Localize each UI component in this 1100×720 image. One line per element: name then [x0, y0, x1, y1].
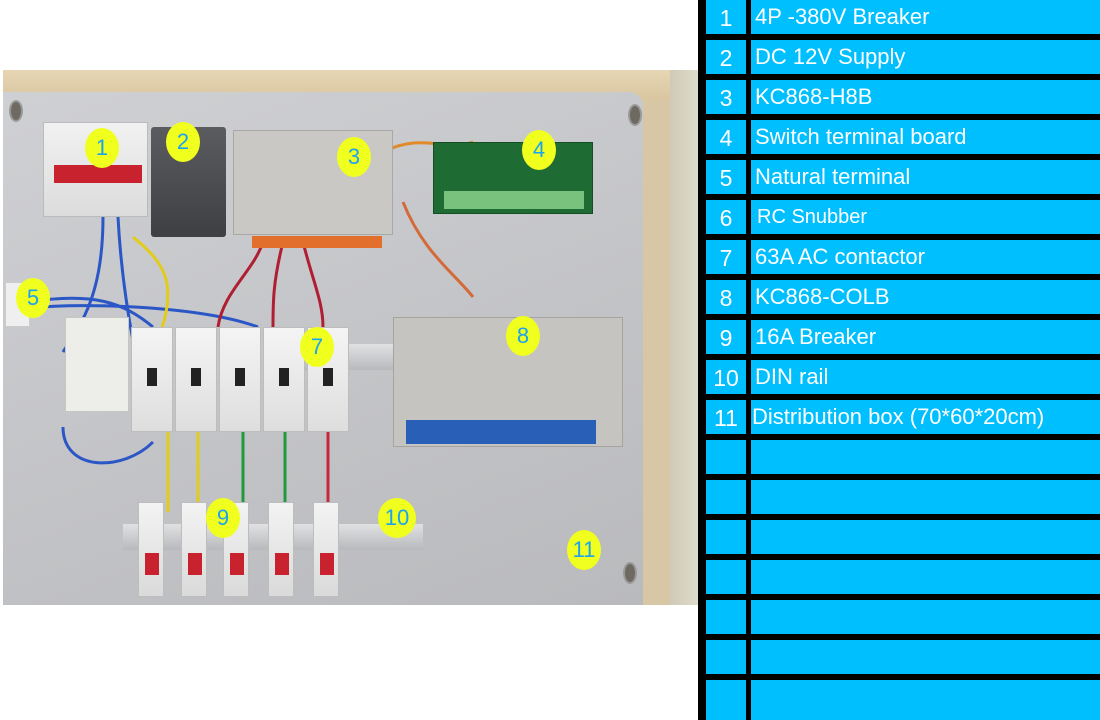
legend-number: 8	[706, 280, 746, 314]
legend-number	[706, 680, 746, 720]
legend-row	[698, 520, 1100, 560]
legend-number: 9	[706, 320, 746, 354]
callout-5: 5	[16, 278, 50, 318]
ac-contactor	[175, 327, 217, 432]
legend-label: DIN rail	[751, 360, 1100, 394]
legend-label	[751, 480, 1100, 514]
callout-10: 10	[378, 498, 416, 538]
rc-snubber	[65, 317, 129, 412]
16a-breaker	[313, 502, 339, 597]
legend-number: 5	[706, 160, 746, 194]
legend-row: 1 4P -380V Breaker	[698, 0, 1100, 40]
callout-3: 3	[337, 137, 371, 177]
mounting-hole	[628, 104, 642, 126]
legend-label	[751, 560, 1100, 594]
legend-row	[698, 480, 1100, 520]
callout-2: 2	[166, 122, 200, 162]
legend-row: 10 DIN rail	[698, 360, 1100, 400]
legend-row	[698, 640, 1100, 680]
wall-background	[670, 70, 700, 605]
legend-number: 7	[706, 240, 746, 274]
callout-8: 8	[506, 316, 540, 356]
legend-number: 3	[706, 80, 746, 114]
legend-row: 4 Switch terminal board	[698, 120, 1100, 160]
legend-number	[706, 480, 746, 514]
legend-number: 4	[706, 120, 746, 154]
legend-label	[751, 680, 1100, 720]
legend-number	[706, 600, 746, 634]
ac-contactor	[219, 327, 261, 432]
legend-row: 6 RC Snubber	[698, 200, 1100, 240]
legend-number: 10	[706, 360, 746, 394]
ac-contactor	[131, 327, 173, 432]
legend-row	[698, 440, 1100, 480]
legend-row	[698, 560, 1100, 600]
legend-row: 3 KC868-H8B	[698, 80, 1100, 120]
legend-label: 63A AC contactor	[751, 240, 1100, 274]
16a-breaker	[268, 502, 294, 597]
legend-table: 1 4P -380V Breaker 2 DC 12V Supply 3 KC8…	[698, 0, 1100, 720]
legend-label: Distribution box (70*60*20cm)	[751, 400, 1100, 434]
kc868-h8b-controller	[233, 130, 393, 248]
callout-4: 4	[522, 130, 556, 170]
legend-number: 2	[706, 40, 746, 74]
switch-terminal-board	[433, 142, 593, 214]
legend-label: Switch terminal board	[751, 120, 1100, 154]
legend-number: 1	[706, 0, 746, 34]
legend-label: KC868-COLB	[751, 280, 1100, 314]
legend-label	[751, 600, 1100, 634]
legend-number	[706, 440, 746, 474]
16a-breaker	[138, 502, 164, 597]
legend-label: KC868-H8B	[751, 80, 1100, 114]
legend-row: 9 16A Breaker	[698, 320, 1100, 360]
callout-7: 7	[300, 327, 334, 367]
legend-label: 4P -380V Breaker	[751, 0, 1100, 34]
legend-label	[751, 640, 1100, 674]
legend-row: 11 Distribution box (70*60*20cm)	[698, 400, 1100, 440]
16a-breaker	[181, 502, 207, 597]
legend-row: 2 DC 12V Supply	[698, 40, 1100, 80]
ac-contactor	[263, 327, 305, 432]
legend-number: 11	[706, 400, 746, 434]
legend-row	[698, 680, 1100, 720]
callout-1: 1	[85, 128, 119, 168]
legend-label	[751, 520, 1100, 554]
legend-row: 8 KC868-COLB	[698, 280, 1100, 320]
legend-number: 6	[706, 200, 746, 234]
legend-number	[706, 560, 746, 594]
legend-label: 16A Breaker	[751, 320, 1100, 354]
legend-row	[698, 600, 1100, 640]
legend-row: 7 63A AC contactor	[698, 240, 1100, 280]
mounting-hole	[623, 562, 637, 584]
legend-number	[706, 640, 746, 674]
legend-label: DC 12V Supply	[751, 40, 1100, 74]
legend-row: 5 Natural terminal	[698, 160, 1100, 200]
legend-number	[706, 520, 746, 554]
legend-label	[751, 440, 1100, 474]
mounting-hole	[9, 100, 23, 122]
legend-label: Natural terminal	[751, 160, 1100, 194]
legend-label: RC Snubber	[751, 200, 1100, 234]
distribution-box-photo: 1 2 3 4 5 7 8 9 10 11	[3, 70, 700, 605]
callout-11: 11	[567, 530, 601, 570]
callout-9: 9	[206, 498, 240, 538]
